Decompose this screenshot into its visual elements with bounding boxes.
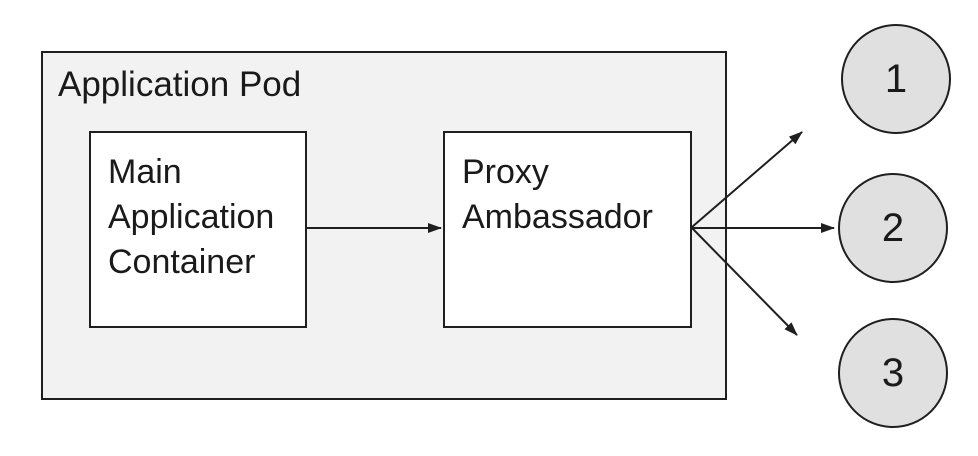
endpoint-circle-1: 1	[841, 24, 951, 134]
endpoint-circle-3: 3	[838, 318, 948, 428]
endpoint-circle-2: 2	[838, 173, 948, 283]
endpoint-2-label: 2	[881, 205, 905, 250]
application-pod-box: Application Pod Main Application Contain…	[41, 51, 727, 400]
application-pod-label: Application Pod	[58, 65, 302, 104]
node-main-application-container: Main Application Container	[89, 131, 307, 328]
node-proxy-ambassador: Proxy Ambassador	[443, 131, 692, 328]
proxy-ambassador-label: Proxy Ambassador	[462, 153, 653, 236]
main-application-container-label: Main Application Container	[108, 153, 275, 281]
endpoint-1-label: 1	[884, 56, 908, 101]
endpoint-3-label: 3	[881, 350, 905, 395]
